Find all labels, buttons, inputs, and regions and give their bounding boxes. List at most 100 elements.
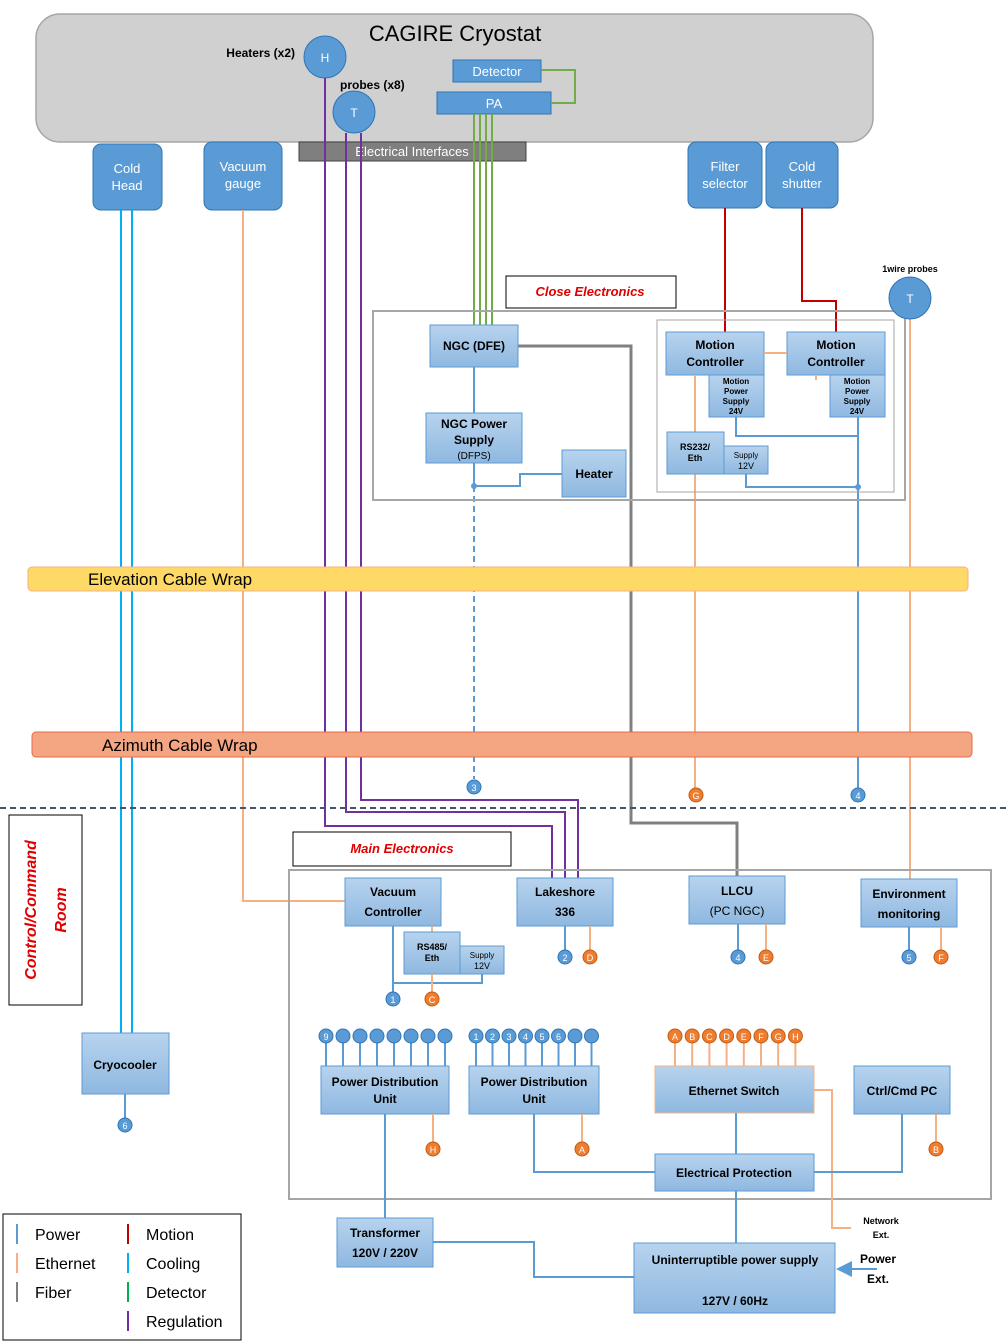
svg-text:2: 2 — [562, 953, 567, 963]
legend-label: Fiber — [35, 1285, 72, 1302]
svg-text:(PC NGC): (PC NGC) — [710, 904, 765, 918]
svg-text:24V: 24V — [850, 407, 865, 416]
svg-text:Vacuum: Vacuum — [220, 159, 267, 174]
port-connector — [386, 1028, 402, 1044]
pdu1-connector-H — [425, 1141, 441, 1157]
room-label-box — [8, 814, 83, 1006]
elevation-cable-wrap — [27, 566, 969, 592]
svg-text:Supply: Supply — [723, 397, 750, 406]
port-label: 6 — [556, 1032, 561, 1042]
pdu2-connector-A — [574, 1141, 590, 1157]
detector-pa-link — [541, 69, 576, 104]
svg-text:Power: Power — [845, 387, 869, 396]
cold-shutter-box: Cold shutter — [765, 141, 839, 209]
lake-connector-2 — [557, 949, 573, 965]
port-connector — [770, 1028, 786, 1044]
port-connector — [736, 1028, 752, 1044]
port-label: D — [723, 1032, 730, 1042]
port-label: C — [706, 1032, 713, 1042]
motion-ps-link — [735, 417, 858, 437]
port-label: 1 — [473, 1032, 478, 1042]
svg-text:F: F — [938, 953, 944, 963]
svg-text:Electrical Protection: Electrical Protection — [676, 1166, 792, 1180]
svg-text:RS485/: RS485/ — [417, 942, 448, 952]
regulation-line-1 — [324, 78, 553, 878]
svg-text:selector: selector — [702, 176, 748, 191]
vac-connector-C — [424, 991, 440, 1007]
port-label: F — [758, 1032, 764, 1042]
svg-text:Cold: Cold — [114, 161, 141, 176]
legend-label: Ethernet — [35, 1256, 96, 1273]
ctrl-cmd-pc-box — [853, 1065, 951, 1115]
svg-text:Network: Network — [863, 1216, 900, 1226]
svg-text:Room: Room — [53, 887, 70, 932]
svg-text:Environment: Environment — [872, 887, 945, 901]
svg-text:Heater: Heater — [575, 467, 613, 481]
connector-G — [688, 787, 704, 803]
svg-text:G: G — [692, 791, 699, 801]
port-connector — [369, 1028, 385, 1044]
svg-text:NGC (DFE): NGC (DFE) — [443, 339, 505, 353]
vacuum-gauge-box: Vacuum gauge — [203, 141, 283, 211]
port-connector — [501, 1028, 517, 1044]
port-label: G — [775, 1032, 782, 1042]
svg-text:H: H — [430, 1145, 437, 1155]
svg-text:Unit: Unit — [373, 1092, 396, 1106]
port-connector — [518, 1028, 533, 1044]
svg-text:Supply: Supply — [454, 433, 494, 447]
svg-text:Cold: Cold — [789, 159, 816, 174]
svg-text:A: A — [579, 1145, 585, 1155]
llcu-connector-E — [758, 949, 774, 965]
connector-4 — [850, 787, 866, 803]
port-connector — [551, 1028, 566, 1044]
port-label: 4 — [523, 1032, 528, 1042]
svg-text:Controller: Controller — [686, 355, 744, 369]
main-electronics-frame — [288, 869, 992, 1200]
motion-ps-2 — [829, 374, 886, 418]
svg-text:4: 4 — [855, 791, 860, 801]
svg-text:gauge: gauge — [225, 176, 261, 191]
svg-text:3: 3 — [471, 783, 476, 793]
svg-text:Elevation Cable Wrap: Elevation Cable Wrap — [88, 570, 252, 589]
vac-connector-1 — [385, 991, 401, 1007]
svg-text:Azimuth Cable Wrap: Azimuth Cable Wrap — [102, 736, 258, 755]
port-connector — [468, 1028, 484, 1044]
svg-text:RS232/: RS232/ — [680, 442, 711, 452]
port-connector — [437, 1028, 453, 1044]
cryocooler-box — [81, 1032, 170, 1095]
svg-text:Supply: Supply — [844, 397, 871, 406]
main-electronics-title: Main Electronics — [350, 841, 453, 856]
legend-label: Motion — [146, 1227, 194, 1244]
svg-text:Ext.: Ext. — [867, 1272, 889, 1286]
svg-text:Motion: Motion — [844, 377, 870, 386]
svg-text:Ctrl/Cmd PC: Ctrl/Cmd PC — [867, 1084, 938, 1098]
svg-text:E: E — [763, 953, 769, 963]
svg-text:NGC Power: NGC Power — [441, 417, 507, 431]
svg-text:Motion: Motion — [816, 338, 855, 352]
legend-label: Cooling — [146, 1256, 200, 1273]
port-connector — [684, 1028, 700, 1044]
svg-text:Eth: Eth — [688, 453, 703, 463]
svg-text:1: 1 — [390, 995, 395, 1005]
regulation-line-2 — [345, 133, 566, 878]
supply12-close-box — [723, 445, 769, 475]
svg-text:Ethernet Switch: Ethernet Switch — [689, 1084, 780, 1098]
port-connector — [420, 1028, 436, 1044]
llcu-connector-4 — [730, 949, 746, 965]
svg-text:Controller: Controller — [807, 355, 865, 369]
detector-label: Detector — [472, 64, 522, 79]
azimuth-cable-wrap — [31, 731, 973, 758]
legend-label: Power — [35, 1227, 81, 1244]
svg-text:Power: Power — [724, 387, 748, 396]
port-connector — [318, 1028, 334, 1044]
port-connector — [719, 1028, 735, 1044]
svg-text:Filter: Filter — [711, 159, 741, 174]
svg-text:336: 336 — [555, 905, 575, 919]
rs485-box — [403, 931, 461, 975]
cold-head-box: Cold Head — [92, 143, 163, 211]
port-connector — [567, 1028, 583, 1044]
